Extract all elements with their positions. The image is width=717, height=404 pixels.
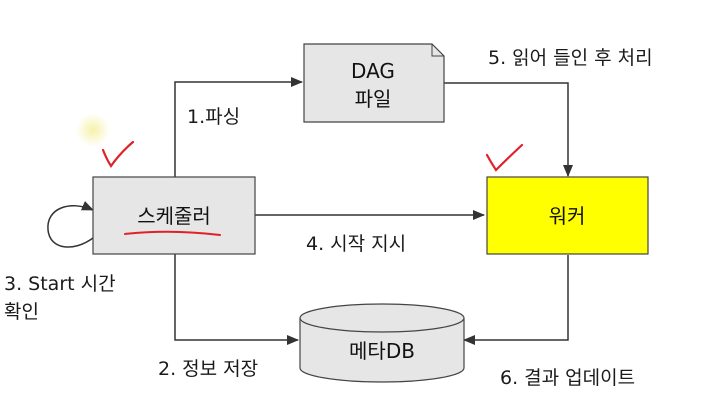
edge-parse — [174, 77, 303, 177]
dag-file-fold — [431, 44, 444, 57]
dag-file-label-line2: 파일 — [355, 87, 392, 111]
red-check-mark-worker — [485, 143, 524, 172]
dag-file-label-line1: DAG — [351, 59, 395, 83]
worker-label: 워커 — [549, 204, 586, 228]
edge-save-info — [174, 252, 299, 345]
label-save-info: 2. 정보 저장 — [158, 358, 258, 380]
dag-file-node — [303, 43, 445, 123]
label-instruct-start: 4. 시작 지시 — [306, 233, 406, 255]
red-underline — [124, 230, 221, 236]
highlight-glow — [76, 113, 110, 147]
edge-self-loop — [47, 201, 94, 248]
label-check-start-line1: 3. Start 시간 — [4, 273, 116, 295]
label-parse: 1.파싱 — [187, 106, 240, 128]
edge-read-process — [444, 82, 573, 177]
metadb-node — [299, 303, 465, 383]
scheduler-node — [92, 176, 256, 255]
label-update-result: 6. 결과 업데이트 — [500, 367, 635, 389]
metadb-label: 메타DB — [349, 339, 415, 363]
label-read-process: 5. 읽어 들인 후 처리 — [488, 47, 653, 69]
scheduler-label: 스케줄러 — [137, 204, 211, 228]
red-check-mark-scheduler — [101, 140, 135, 168]
edge-update-result — [463, 255, 569, 345]
worker-node — [486, 176, 649, 255]
label-check-start-line2: 확인 — [4, 301, 39, 323]
